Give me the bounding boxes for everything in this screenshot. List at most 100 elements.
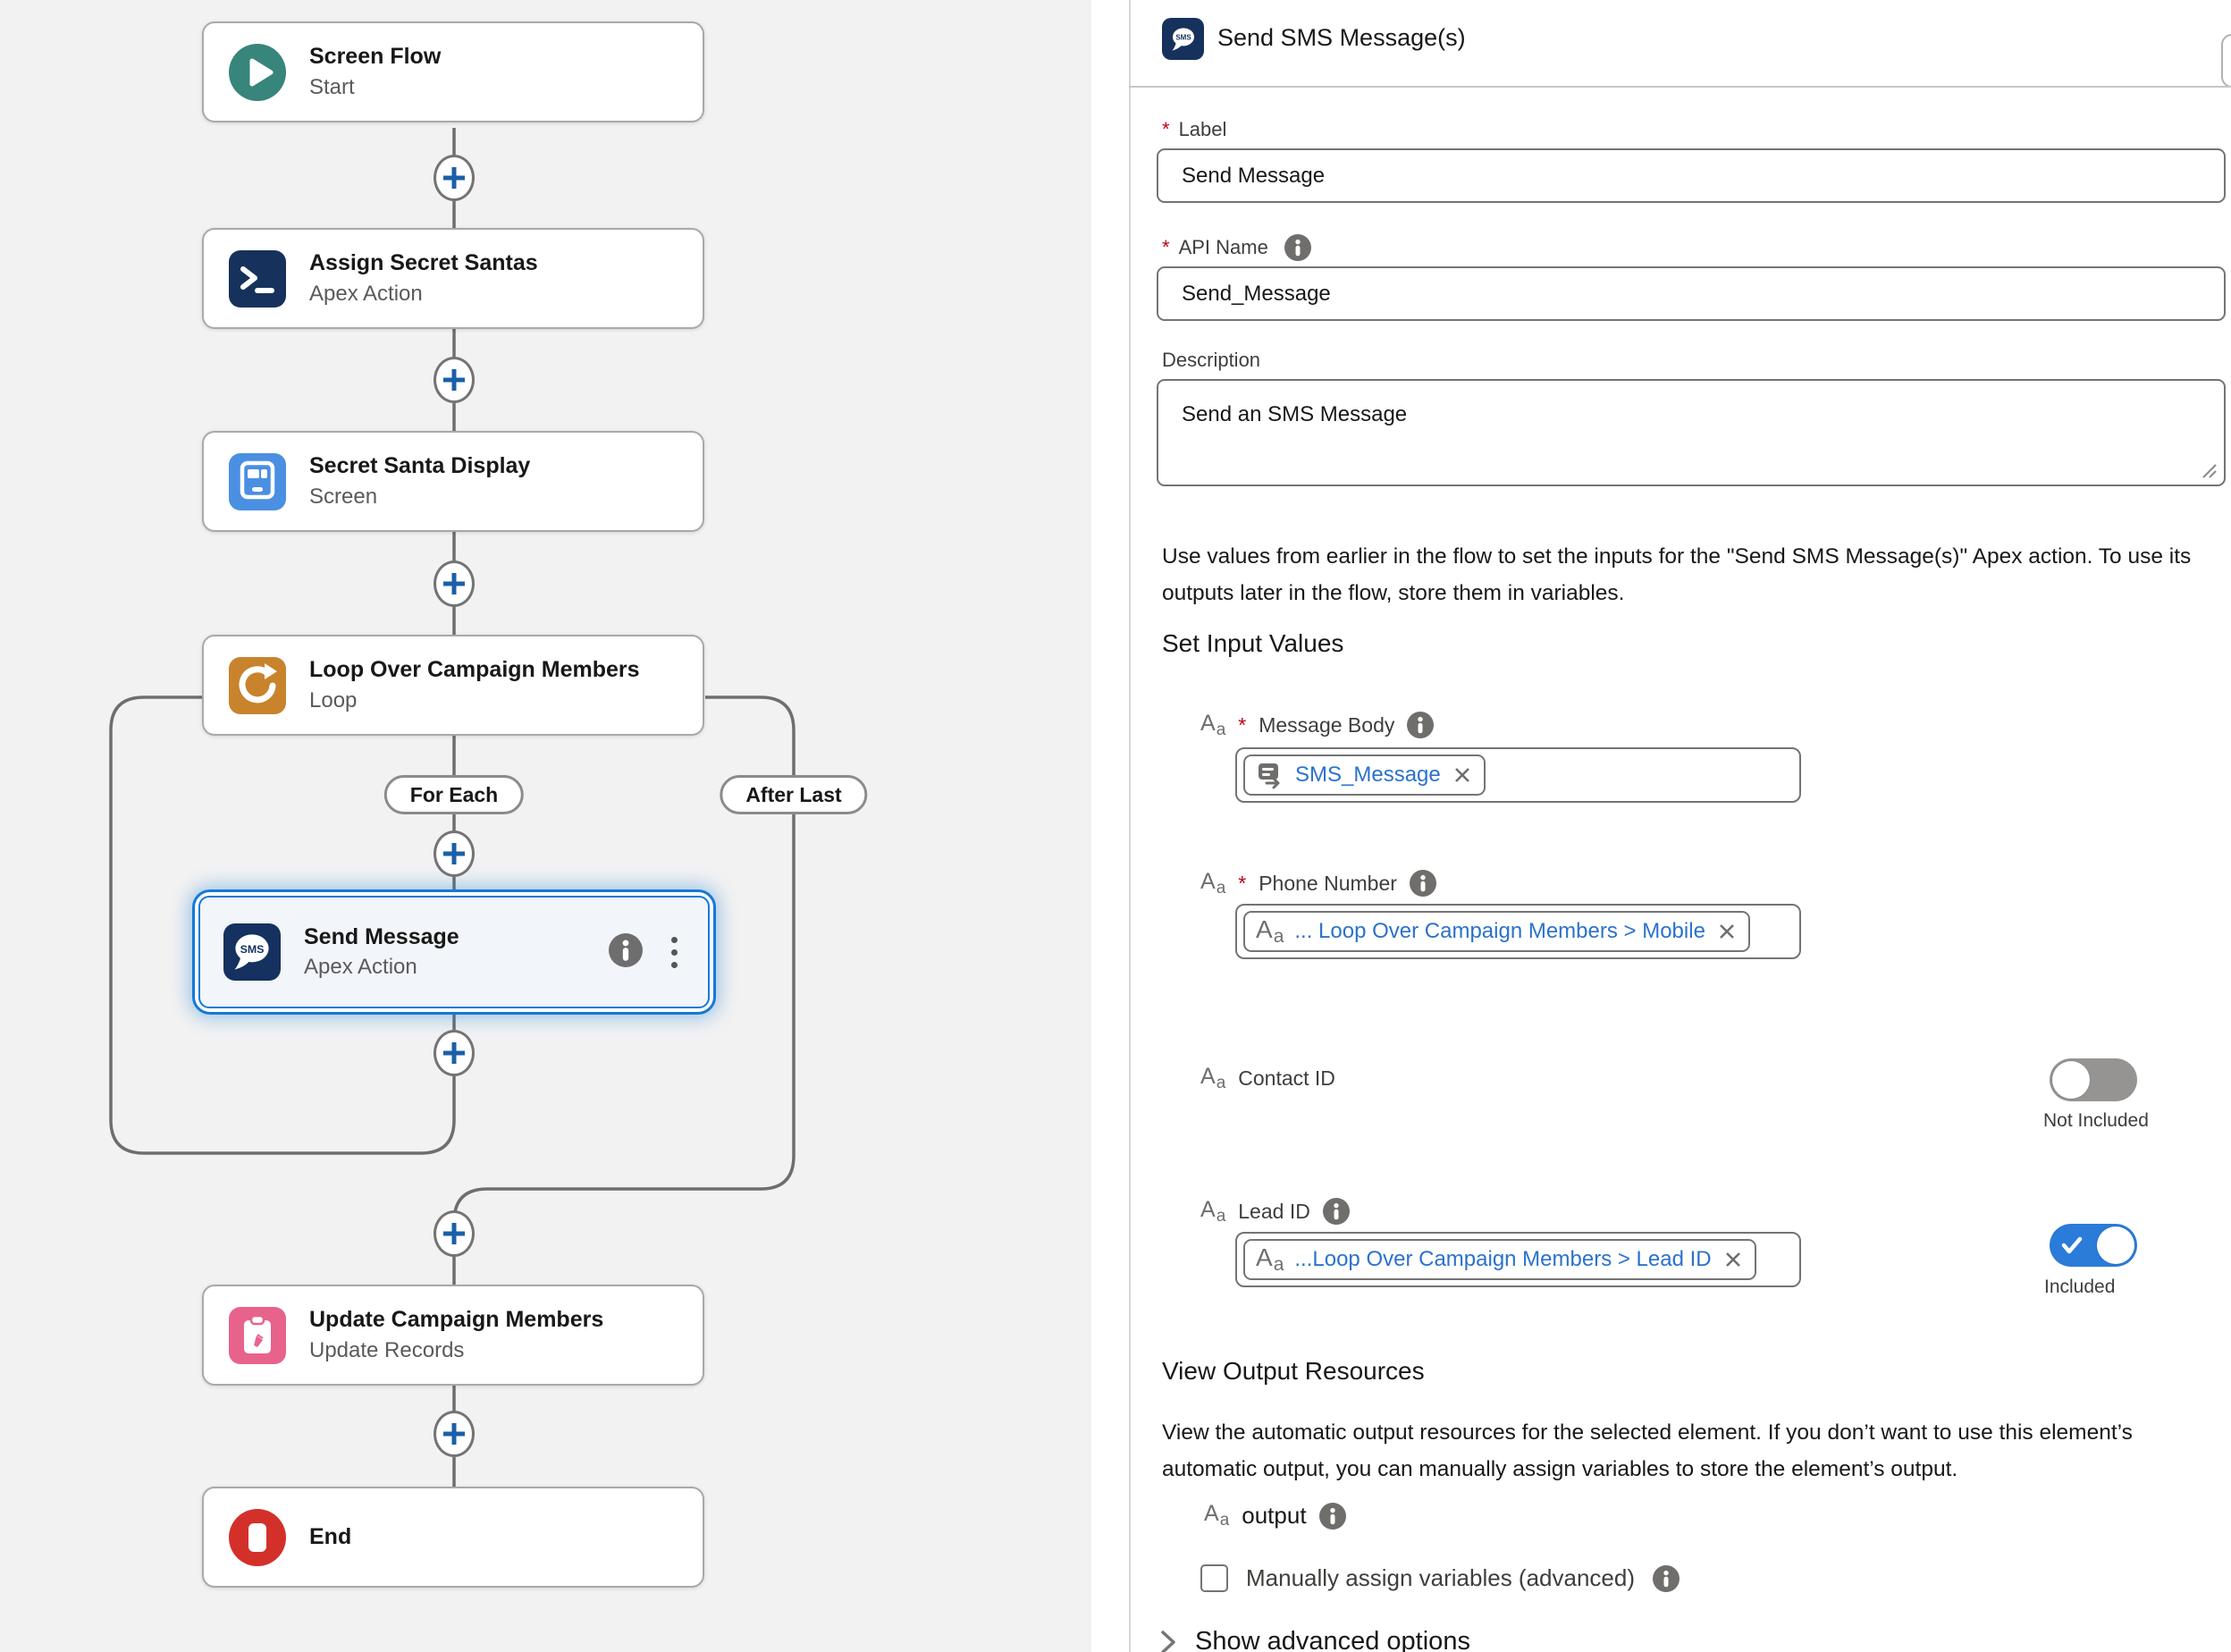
sms-icon: SMS: [223, 923, 281, 981]
add-element-button[interactable]: [434, 1030, 475, 1076]
add-element-button[interactable]: [434, 357, 475, 403]
remove-icon[interactable]: [1716, 921, 1738, 942]
node-title: Loop Over Campaign Members: [309, 657, 640, 683]
update-records-icon: [229, 1306, 286, 1364]
contact-id-toggle[interactable]: [2050, 1058, 2137, 1101]
play-icon: [229, 43, 286, 101]
manually-assign-label: Manually assign variables (advanced): [1246, 1564, 1636, 1591]
description-textarea[interactable]: Send an SMS Message: [1157, 379, 2226, 486]
label-field-label: * Label: [1162, 118, 1227, 140]
contact-id-label: Aa Contact ID: [1200, 1064, 1335, 1092]
info-icon[interactable]: [1409, 870, 1436, 897]
show-advanced-options[interactable]: Show advanced options: [1159, 1627, 1470, 1652]
view-output-resources-heading: View Output Resources: [1162, 1357, 1425, 1385]
info-icon[interactable]: [1407, 712, 1435, 738]
branch-label-after-last: After Last: [720, 775, 868, 814]
lead-id-toggle[interactable]: [2050, 1224, 2137, 1267]
node-subtitle: Screen: [309, 484, 378, 509]
end-icon: [229, 1508, 286, 1566]
header-divider: [1129, 86, 2231, 88]
flow-node-assign-secret-santas[interactable]: Assign Secret Santas Apex Action: [202, 228, 704, 329]
resource-pill[interactable]: SMS_Message: [1243, 754, 1486, 796]
after-last-label: After Last: [745, 782, 842, 806]
node-title: End: [309, 1523, 352, 1549]
panel-corner-element: [2221, 34, 2231, 88]
sms-glyph-text: SMS: [1175, 33, 1191, 41]
flow-node-secret-santa-display[interactable]: Secret Santa Display Screen: [202, 431, 704, 532]
required-marker: *: [1162, 236, 1170, 258]
info-icon[interactable]: [1284, 234, 1311, 261]
screen-icon: [229, 452, 286, 510]
resource-pill[interactable]: Aa ...Loop Over Campaign Members > Lead …: [1243, 1239, 1756, 1280]
add-element-button[interactable]: [434, 830, 475, 877]
node-title: Screen Flow: [309, 44, 442, 70]
node-subtitle: Update Records: [309, 1337, 465, 1362]
sms-glyph-text: SMS: [240, 943, 265, 956]
info-icon[interactable]: [609, 932, 643, 972]
branch-label-for-each: For Each: [383, 775, 525, 814]
lead-id-label: Aa Lead ID: [1200, 1198, 1350, 1225]
flow-node-screen-flow-start[interactable]: Screen Flow Start: [202, 21, 704, 122]
flow-node-update-campaign-members[interactable]: Update Campaign Members Update Records: [202, 1285, 704, 1386]
node-subtitle: Apex Action: [309, 281, 423, 306]
phone-number-label: Aa * Phone Number: [1200, 870, 1436, 897]
text-type-icon: Aa: [1256, 915, 1284, 947]
required-marker: *: [1162, 118, 1170, 140]
flow-canvas[interactable]: Screen Flow Start Assign Secret Santas A…: [0, 0, 1091, 1652]
info-icon[interactable]: [1653, 1564, 1680, 1592]
node-subtitle: Apex Action: [304, 955, 417, 980]
node-subtitle: Loop: [309, 687, 358, 712]
lead-id-toggle-state: Included: [2044, 1277, 2116, 1297]
phone-number-input[interactable]: Aa ... Loop Over Campaign Members > Mobi…: [1235, 904, 1801, 959]
add-element-button[interactable]: [434, 155, 475, 201]
flow-node-loop-over-campaign-members[interactable]: Loop Over Campaign Members Loop: [202, 635, 704, 736]
check-icon: [2061, 1235, 2083, 1260]
message-body-input[interactable]: SMS_Message: [1235, 747, 1801, 803]
remove-icon[interactable]: [1722, 1249, 1744, 1270]
add-element-button[interactable]: [434, 1210, 475, 1257]
set-input-values-heading: Set Input Values: [1162, 629, 1344, 657]
panel-title: Send SMS Message(s): [1217, 24, 1466, 51]
intro-text: Use values from earlier in the flow to s…: [1162, 544, 2192, 605]
toggle-knob: [2097, 1226, 2134, 1264]
api-name-field-label: * API Name: [1162, 234, 1311, 261]
api-name-input[interactable]: [1157, 266, 2226, 321]
view-output-description: View the automatic output resources for …: [1162, 1420, 2133, 1481]
resource-pill[interactable]: Aa ... Loop Over Campaign Members > Mobi…: [1243, 911, 1750, 952]
loop-icon: [229, 656, 286, 714]
lead-id-input[interactable]: Aa ...Loop Over Campaign Members > Lead …: [1235, 1232, 1801, 1287]
info-icon[interactable]: [1322, 1198, 1350, 1225]
output-label: output: [1242, 1502, 1307, 1529]
flow-node-end[interactable]: End: [202, 1487, 704, 1588]
pill-value: ...Loop Over Campaign Members > Lead ID: [1294, 1247, 1712, 1271]
text-type-icon: Aa: [1204, 1501, 1230, 1530]
text-type-icon: Aa: [1200, 1064, 1226, 1092]
node-title: Update Campaign Members: [309, 1307, 604, 1333]
toggle-knob: [2052, 1061, 2090, 1099]
text-type-icon: Aa: [1200, 868, 1226, 898]
flow-connectors: [109, 128, 796, 1488]
text-template-icon: [1256, 761, 1284, 789]
text-type-icon: Aa: [1200, 1196, 1226, 1226]
remove-icon[interactable]: [1452, 764, 1473, 786]
node-title: Send Message: [304, 923, 459, 949]
required-marker: *: [1238, 871, 1247, 895]
add-element-button[interactable]: [434, 1411, 475, 1457]
manually-assign-checkbox[interactable]: [1200, 1564, 1228, 1592]
contact-id-toggle-state: Not Included: [2043, 1110, 2149, 1131]
action-properties-panel: SMS Send SMS Message(s) * Label * API Na…: [1091, 0, 2231, 1652]
label-input[interactable]: [1157, 148, 2226, 203]
node-subtitle: Start: [309, 74, 355, 99]
flow-node-send-message-selected[interactable]: SMS Send Message Apex Action: [192, 889, 716, 1015]
chevron-right-icon: [1159, 1629, 1177, 1652]
add-element-button[interactable]: [434, 560, 475, 607]
required-marker: *: [1238, 712, 1247, 737]
node-title: Assign Secret Santas: [309, 250, 538, 276]
message-body-label: Aa * Message Body: [1200, 712, 1435, 738]
textarea-resize-handle[interactable]: [2198, 459, 2218, 484]
info-icon[interactable]: [1318, 1502, 1346, 1530]
pill-value: SMS_Message: [1295, 763, 1441, 787]
output-row: Aa output: [1204, 1502, 1346, 1530]
kebab-menu-icon[interactable]: [671, 936, 678, 968]
